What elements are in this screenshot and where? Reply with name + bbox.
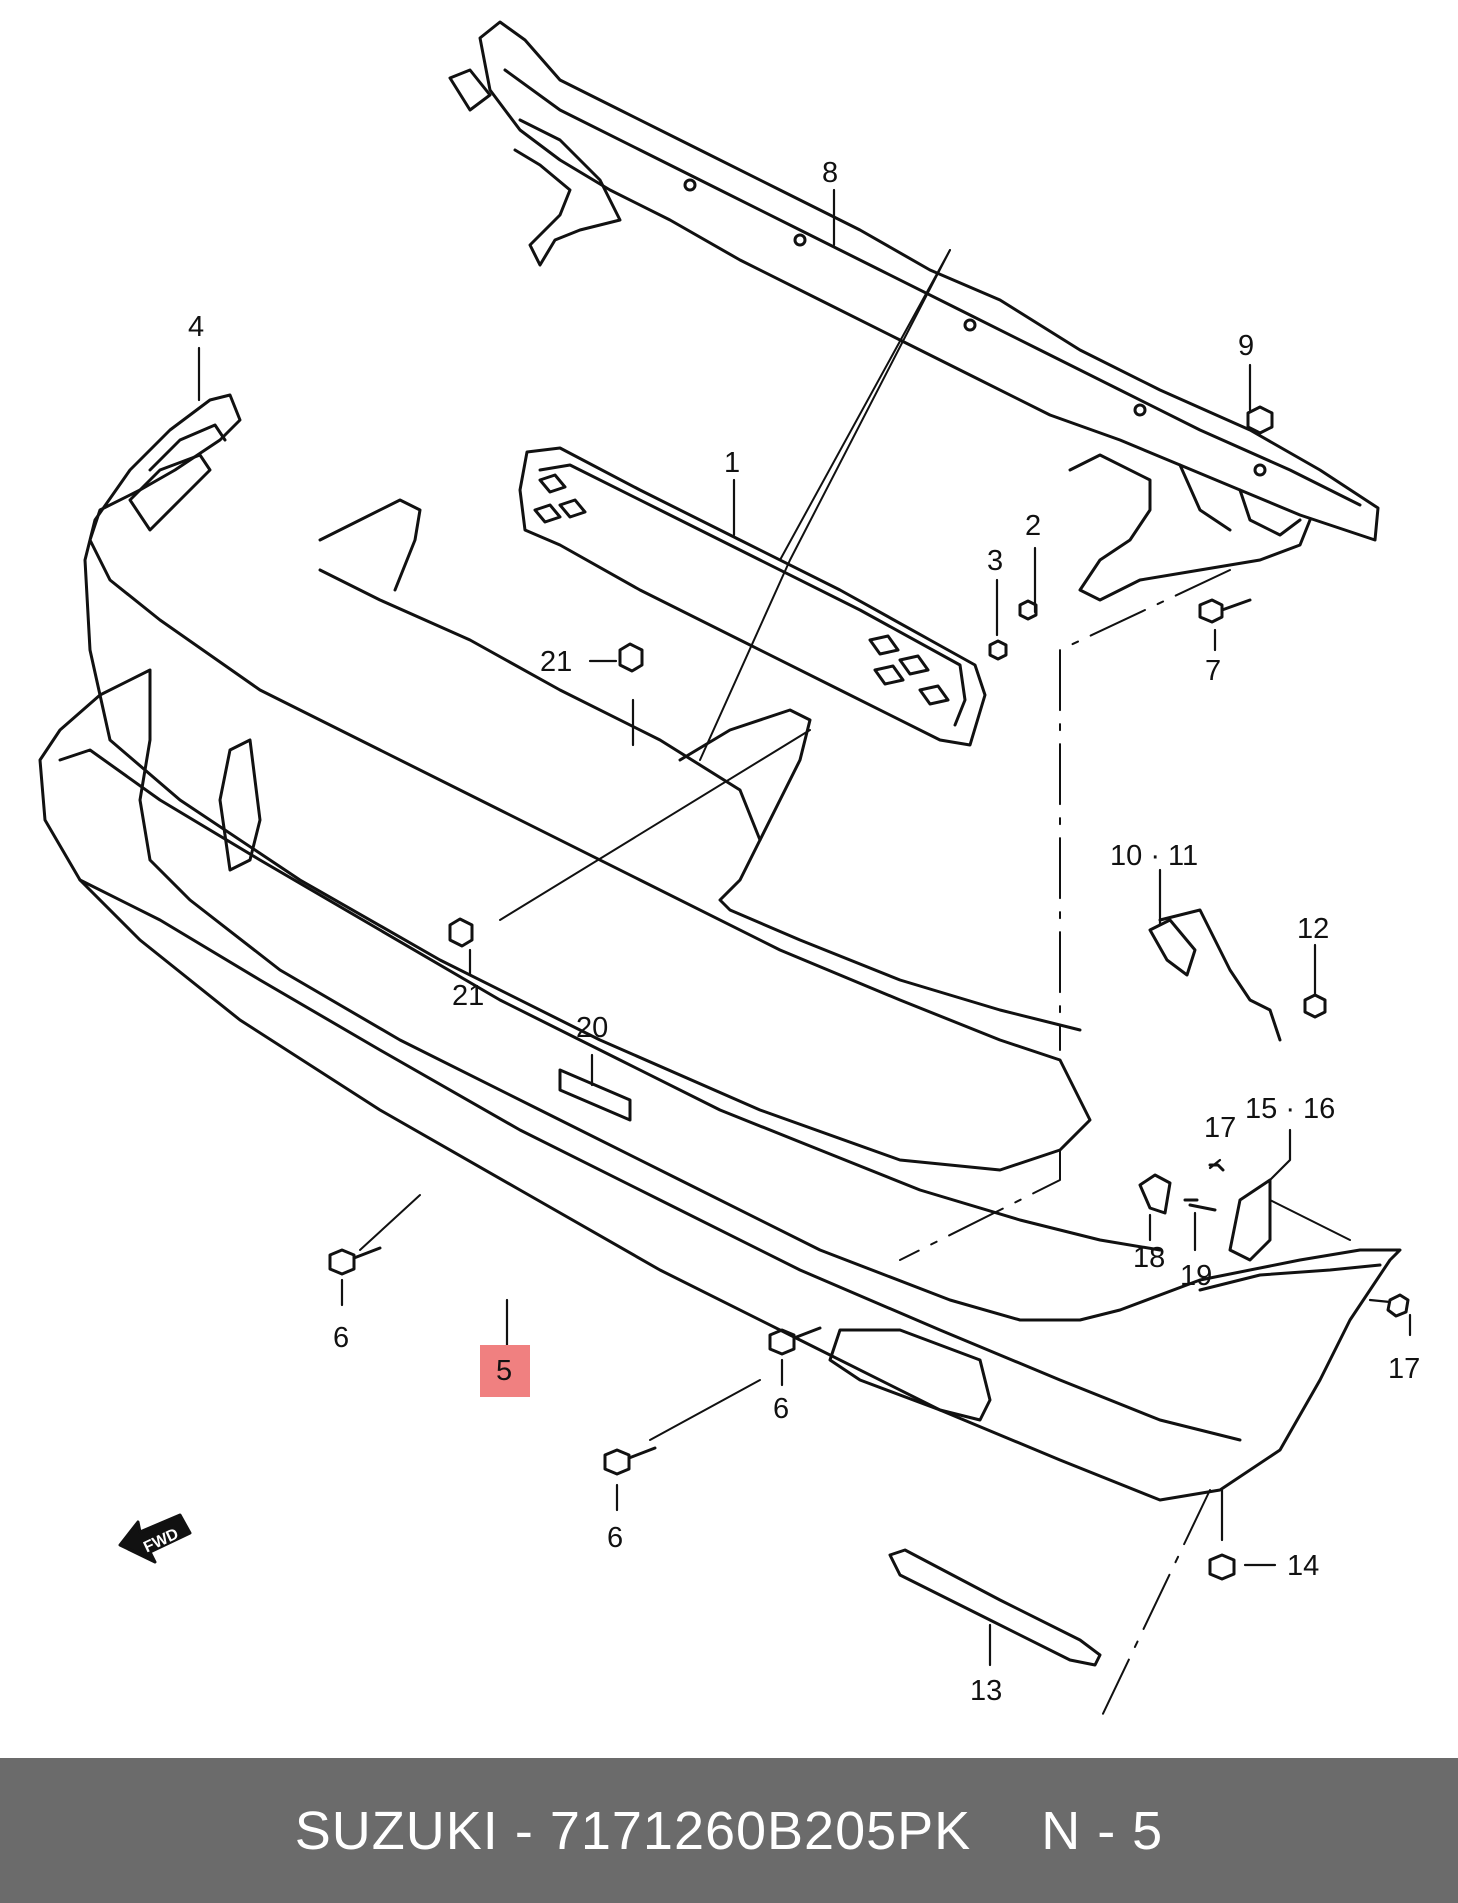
clip-21a — [618, 642, 644, 673]
callout-21b: 21 — [452, 980, 484, 1012]
callout-18: 18 — [1133, 1242, 1165, 1274]
bracket-10-11 — [1148, 918, 1197, 977]
callout-1: 1 — [724, 447, 740, 479]
callout-4: 4 — [188, 311, 204, 343]
callout-19: 19 — [1180, 1260, 1212, 1292]
bumper-lower — [38, 668, 1402, 1502]
bracket-18 — [1138, 1173, 1172, 1215]
callout-5-highlight — [480, 1345, 530, 1397]
brand-name: SUZUKI — [294, 1800, 499, 1861]
bolt-6b — [768, 1326, 822, 1356]
washer-2 — [1018, 599, 1038, 621]
plate-20 — [558, 1068, 632, 1122]
callout-10-11: 10 · 11 — [1110, 840, 1198, 872]
bolt-6c — [603, 1446, 657, 1476]
screw-17b — [1386, 1293, 1410, 1318]
callout-5: 5 — [496, 1355, 512, 1387]
fwd-arrow-icon: FWD — [118, 1513, 192, 1564]
screw-19 — [1183, 1198, 1217, 1212]
footer-text: SUZUKI - 7171260B205PK N - 5 — [295, 1800, 1163, 1862]
nut-12 — [1303, 993, 1327, 1019]
callout-17b: 17 — [1388, 1353, 1420, 1385]
bolt-14 — [1208, 1553, 1236, 1581]
callout-6c: 6 — [607, 1522, 623, 1554]
bumper-absorber — [518, 446, 987, 747]
callout-21a: 21 — [540, 646, 572, 678]
part-number: 7171260B205PK — [549, 1800, 972, 1861]
indicator-lines — [359, 249, 1351, 1721]
callout-20: 20 — [576, 1012, 608, 1044]
clip-21b — [448, 917, 474, 948]
leader-lines — [197, 188, 1412, 1667]
callout-8: 8 — [822, 157, 838, 189]
callout-12: 12 — [1297, 913, 1329, 945]
callout-14: 14 — [1287, 1550, 1319, 1582]
bolt-6a — [328, 1246, 382, 1276]
callout-9: 9 — [1238, 330, 1254, 362]
callout-17a: 17 — [1204, 1112, 1236, 1144]
washer-3 — [988, 639, 1008, 661]
bracket-15-16 — [1228, 1178, 1272, 1262]
nut-9 — [1246, 405, 1274, 435]
callout-3: 3 — [987, 545, 1003, 577]
callouts: 8 4 1 9 3 2 7 21 21 10 · 11 12 20 15 · 1… — [188, 157, 1420, 1707]
callout-13: 13 — [970, 1675, 1002, 1707]
bolt-7 — [1198, 598, 1252, 624]
dash: - — [514, 1800, 534, 1861]
callout-7: 7 — [1205, 655, 1221, 687]
reference-code: N - 5 — [1041, 1800, 1164, 1861]
reinforcement-bar — [448, 20, 1380, 602]
callout-2: 2 — [1025, 510, 1041, 542]
small-parts — [328, 405, 1410, 1667]
callout-15-16: 15 · 16 — [1245, 1093, 1335, 1125]
strap-13 — [888, 1548, 1102, 1667]
callout-6a: 6 — [333, 1322, 349, 1354]
footer-bar: SUZUKI - 7171260B205PK N - 5 — [0, 1758, 1458, 1903]
callout-6b: 6 — [773, 1393, 789, 1425]
parts-diagram: 8 4 1 9 3 2 7 21 21 10 · 11 12 20 15 · 1… — [38, 20, 1420, 1721]
